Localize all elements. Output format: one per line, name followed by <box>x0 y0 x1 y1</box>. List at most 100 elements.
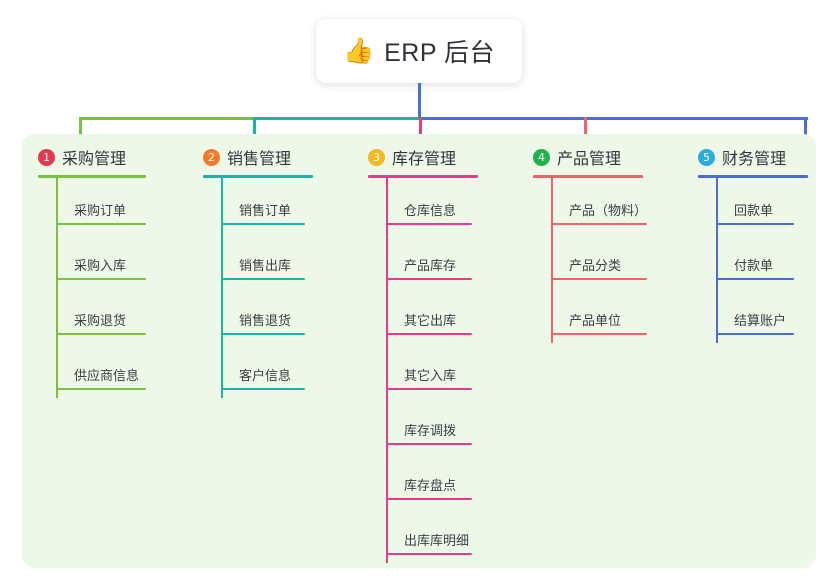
root-node-card[interactable]: 👍 ERP 后台 <box>316 19 522 83</box>
column-underline <box>38 175 146 178</box>
connector-drop-4 <box>584 117 587 145</box>
list-item-label: 其它出库 <box>404 313 457 328</box>
list-item-label: 产品分类 <box>569 258 622 273</box>
connector-bus-segment-1 <box>79 117 256 120</box>
list-item-label: 出库库明细 <box>404 533 470 548</box>
list-item-label: 客户信息 <box>239 368 292 383</box>
connector-bus-segment-2 <box>253 117 422 120</box>
list-item[interactable]: 供应商信息 <box>38 343 146 398</box>
column-spine <box>56 178 58 398</box>
list-item-label: 产品（物料） <box>569 203 648 218</box>
list-item-label: 付款单 <box>734 258 774 273</box>
list-item[interactable]: 其它出库 <box>368 288 478 343</box>
list-item-underline <box>56 333 146 335</box>
list-item[interactable]: 付款单 <box>698 233 808 288</box>
list-item-underline <box>386 388 472 390</box>
list-item[interactable]: 产品分类 <box>533 233 647 288</box>
column-items: 仓库信息产品库存其它出库其它入库库存调拨库存盘点出库库明细 <box>368 178 478 563</box>
list-item-label: 销售退货 <box>239 313 292 328</box>
column-number-badge: 4 <box>533 148 550 166</box>
column-title: 销售管理 <box>227 151 292 168</box>
column-number-badge: 3 <box>368 148 385 166</box>
list-item-label: 产品库存 <box>404 258 457 273</box>
connector-drop-1 <box>79 117 82 145</box>
list-item-underline <box>386 223 472 225</box>
connector-drop-2 <box>253 117 256 145</box>
list-item[interactable]: 出库库明细 <box>368 508 478 563</box>
list-item-underline <box>221 333 305 335</box>
column-spine <box>716 178 718 343</box>
list-item[interactable]: 产品单位 <box>533 288 647 343</box>
list-item-label: 销售订单 <box>239 203 292 218</box>
list-item[interactable]: 结算账户 <box>698 288 808 343</box>
list-item[interactable]: 采购订单 <box>38 178 146 233</box>
column-number-badge: 5 <box>698 148 715 166</box>
list-item-underline <box>56 388 146 390</box>
list-item[interactable]: 回款单 <box>698 178 808 233</box>
thumbs-up-icon: 👍 <box>342 36 375 65</box>
column-spine <box>386 178 388 563</box>
connector-bus-segment-3 <box>419 117 808 120</box>
column-spine <box>551 178 553 343</box>
list-item[interactable]: 库存盘点 <box>368 453 478 508</box>
list-item-underline <box>386 553 472 555</box>
list-item[interactable]: 采购退货 <box>38 288 146 343</box>
list-item[interactable]: 产品（物料） <box>533 178 647 233</box>
column-header-2[interactable]: 2 销售管理 <box>203 145 313 169</box>
list-item-label: 其它入库 <box>404 368 457 383</box>
list-item-underline <box>551 223 647 225</box>
list-item-underline <box>716 223 794 225</box>
column-spine <box>221 178 223 398</box>
list-item[interactable]: 采购入库 <box>38 233 146 288</box>
list-item-underline <box>386 278 472 280</box>
list-item[interactable]: 销售出库 <box>203 233 313 288</box>
column-underline <box>368 175 478 178</box>
column-underline <box>533 175 643 178</box>
list-item-label: 库存调拨 <box>404 423 457 438</box>
list-item-underline <box>716 278 794 280</box>
list-item-label: 结算账户 <box>734 313 787 328</box>
column-title: 采购管理 <box>62 151 127 168</box>
list-item-underline <box>56 278 146 280</box>
column-5: 5 财务管理回款单付款单结算账户 <box>698 145 808 343</box>
column-underline <box>698 175 808 178</box>
list-item[interactable]: 销售订单 <box>203 178 313 233</box>
list-item[interactable]: 销售退货 <box>203 288 313 343</box>
list-item-label: 采购订单 <box>74 203 127 218</box>
list-item-label: 仓库信息 <box>404 203 457 218</box>
connector-drop-5 <box>804 117 807 145</box>
column-underline <box>203 175 313 178</box>
column-items: 销售订单销售出库销售退货客户信息 <box>203 178 313 398</box>
list-item-label: 采购入库 <box>74 258 127 273</box>
list-item-underline <box>551 333 647 335</box>
list-item[interactable]: 产品库存 <box>368 233 478 288</box>
column-number-badge: 2 <box>203 148 220 166</box>
branch-panel <box>22 134 816 568</box>
column-title: 财务管理 <box>722 151 787 168</box>
list-item-underline <box>386 498 472 500</box>
column-items: 产品（物料） 产品分类产品单位 <box>533 178 647 343</box>
list-item-underline <box>551 278 647 280</box>
connector-drop-3 <box>419 117 422 145</box>
column-header-5[interactable]: 5 财务管理 <box>698 145 808 169</box>
list-item-underline <box>56 223 146 225</box>
list-item[interactable]: 客户信息 <box>203 343 313 398</box>
list-item-label: 销售出库 <box>239 258 292 273</box>
root-node-title: ERP 后台 <box>384 39 496 67</box>
column-2: 2 销售管理销售订单销售出库销售退货客户信息 <box>203 145 313 398</box>
connector-trunk <box>418 83 421 117</box>
list-item[interactable]: 其它入库 <box>368 343 478 398</box>
list-item-label: 回款单 <box>734 203 774 218</box>
list-item-label: 产品单位 <box>569 313 622 328</box>
column-items: 采购订单采购入库采购退货供应商信息 <box>38 178 146 398</box>
list-item-label: 采购退货 <box>74 313 127 328</box>
list-item[interactable]: 仓库信息 <box>368 178 478 233</box>
list-item[interactable]: 库存调拨 <box>368 398 478 453</box>
